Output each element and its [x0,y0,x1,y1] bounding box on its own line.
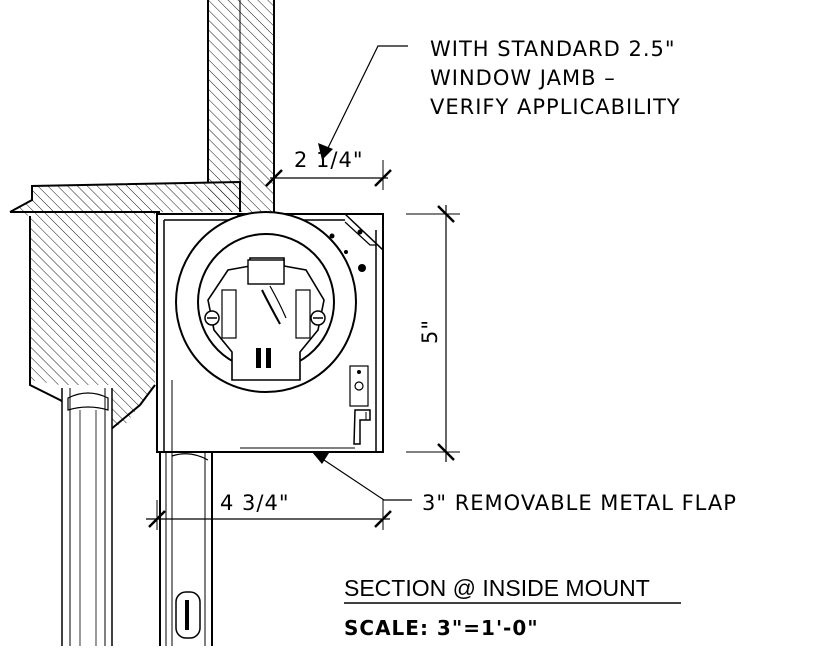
window-frame [61,385,113,646]
dimension-top-width: 2 1/4" [265,148,392,190]
jamb-note-line1: WITH STANDARD 2.5" [430,37,676,61]
section-scale: SCALE: 3"=1'-0" [344,616,539,640]
jamb-note-line2: WINDOW JAMB – [430,66,616,90]
dimension-height: 5" [406,205,460,462]
dimension-bottom-width: 4 3/4" [146,491,392,530]
flap-note: 3" REMOVABLE METAL FLAP [422,491,737,515]
jamb-note-line3: VERIFY APPLICABILITY [430,95,681,119]
leader-jamb-note [318,45,408,160]
dimension-height-label: 5" [418,319,442,344]
roller-tube [175,211,357,393]
dimension-bottom-width-label: 4 3/4" [220,491,290,515]
leader-flap-note [312,452,412,501]
shade-fabric [159,380,213,646]
section-title: SECTION @ INSIDE MOUNT [344,575,650,601]
window-jamb [207,0,275,212]
